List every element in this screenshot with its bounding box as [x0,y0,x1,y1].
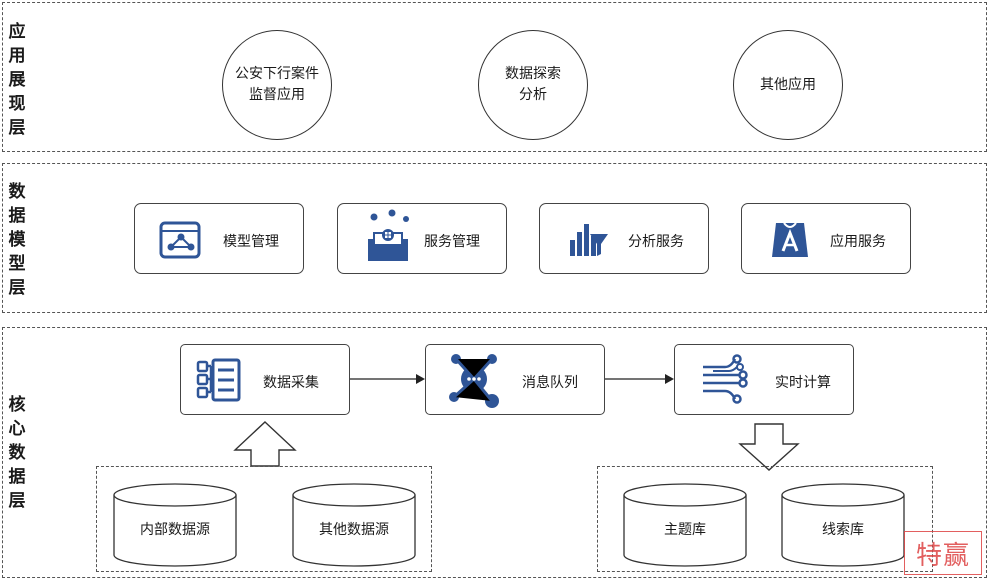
app-other[interactable]: 其他应用 [733,30,843,140]
message-queue-icon [448,351,499,408]
message-queue-label: 消息队列 [522,375,578,391]
message-queue-box[interactable]: 消息队列 [425,344,605,415]
app-case-supervision[interactable]: 公安下行案件监督应用 [222,30,332,140]
data-model-layer-title: 数据模型层 [8,181,26,298]
analysis-service-label: 分析服务 [628,234,684,250]
watermark-text: 特赢 [915,540,970,571]
arrow-compute-to-stores [738,423,800,471]
analysis-service-box[interactable]: 分析服务 [539,203,709,274]
store-theme-label: 主题库 [664,522,706,538]
realtime-compute-icon [699,353,748,404]
source-other[interactable]: 其他数据源 [292,483,416,567]
model-management-box[interactable]: 模型管理 [134,203,304,274]
service-management-box[interactable]: 服务管理 [337,203,507,274]
application-layer [2,2,987,152]
arrow-collection-to-queue [350,374,425,384]
realtime-compute-box[interactable]: 实时计算 [674,344,854,415]
store-clues-label: 线索库 [822,522,864,538]
application-layer-title: 应用展现层 [8,22,26,138]
data-collection-box[interactable]: 数据采集 [180,344,350,415]
source-other-label: 其他数据源 [319,522,389,538]
store-clues[interactable]: 线索库 [781,483,905,567]
analysis-service-icon [566,216,614,264]
data-sources-group [96,466,432,572]
source-internal-label: 内部数据源 [140,522,210,538]
service-management-label: 服务管理 [424,234,480,250]
source-internal[interactable]: 内部数据源 [113,483,237,567]
application-service-label: 应用服务 [830,234,886,250]
data-collection-icon [195,356,243,404]
data-model-layer [2,163,987,313]
data-stores-group [597,466,933,572]
model-management-icon [157,215,205,263]
watermark-stamp: 特赢 [904,531,982,575]
app-data-exploration[interactable]: 数据探索分析 [478,30,588,140]
arrow-queue-to-compute [605,374,674,384]
store-theme[interactable]: 主题库 [623,483,747,567]
application-service-box[interactable]: 应用服务 [741,203,911,274]
application-service-icon [766,215,814,263]
model-management-label: 模型管理 [223,234,279,250]
core-data-layer-title: 核心数据层 [8,394,26,511]
core-data-layer [2,327,987,578]
arrow-sources-to-collection [233,421,297,467]
service-management-icon [364,209,412,261]
realtime-compute-label: 实时计算 [775,375,831,391]
data-collection-label: 数据采集 [263,375,319,391]
